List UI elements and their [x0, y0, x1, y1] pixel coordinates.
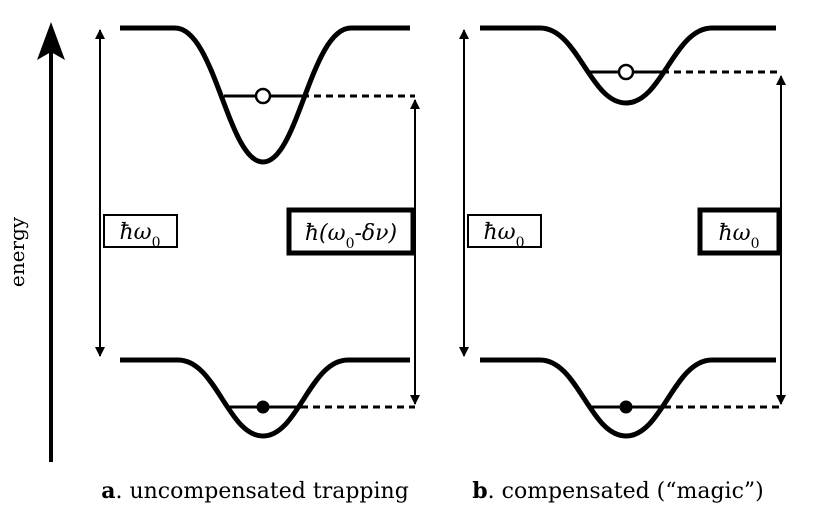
panel-b-left-label: ħω0: [483, 220, 524, 251]
panel-a-right-label: ħ(ω0-δν): [305, 221, 397, 252]
panel-a-excited-state-hollow-marker: [254, 87, 272, 105]
panel-a: ħω0 ħ(ω0-δν) a. uncompensated trapping: [95, 25, 420, 504]
panel-a-right-label-box: [286, 207, 416, 256]
panel-b-caption: b. compensated (“magic”): [472, 478, 764, 504]
panel-a-excited-potential: [120, 25, 410, 165]
panel-b: ħω0 ħω0 b. compensated (“magic”): [459, 25, 786, 504]
panel-b-left-label-box: [467, 214, 542, 248]
panel-a-ground-state-filled-marker: [256, 400, 270, 414]
panel-b-right-label-box: [697, 207, 782, 256]
panel-a-left-label-box: [103, 214, 178, 248]
panel-b-ground-state-filled-marker: [619, 400, 633, 414]
energy-axis: energy: [5, 22, 65, 462]
panel-b-excited-potential: [480, 25, 776, 106]
energy-axis-arrowhead: [37, 22, 65, 60]
panel-a-ground-potential: [120, 357, 410, 439]
panel-b-ground-potential: [480, 357, 776, 439]
panel-a-caption: a. uncompensated trapping: [101, 478, 409, 504]
panel-a-left-label: ħω0: [119, 220, 160, 251]
panel-b-excited-state-hollow-marker: [617, 63, 635, 81]
energy-axis-label: energy: [5, 216, 29, 287]
panel-b-right-label: ħω0: [718, 221, 759, 252]
